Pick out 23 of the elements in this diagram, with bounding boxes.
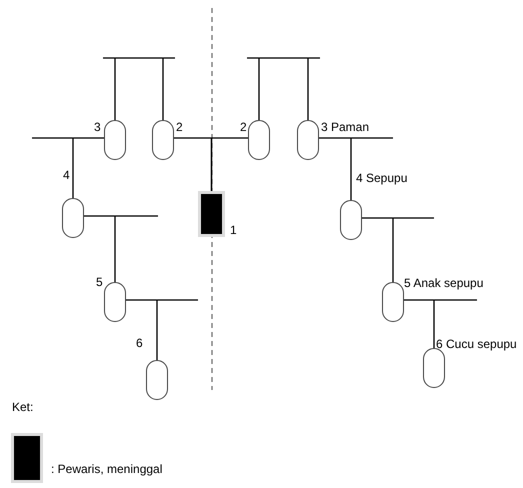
generation-label: 4: [63, 167, 70, 183]
generation-label: 3: [94, 119, 101, 135]
pedigree-line: [246, 57, 321, 121]
generation-label: 4 Sepupu: [356, 170, 408, 186]
pedigree-line: [102, 57, 176, 121]
pedigree-line: [31, 137, 105, 199]
pedigree-line: [125, 299, 199, 361]
pedigree-line: [210, 137, 249, 192]
generation-label: 2: [240, 119, 247, 135]
generation-label: 5 Anak sepupu: [404, 275, 484, 291]
pedigree-line: [83, 215, 159, 283]
legend-heading: Ket:: [12, 399, 34, 415]
generation-label: 6 Cucu sepupu: [436, 336, 517, 352]
pedigree-line: [361, 217, 435, 283]
pedigree-line: [403, 299, 478, 349]
generation-label: 6: [136, 335, 143, 351]
legend-text: : Pewaris, meninggal: [51, 461, 162, 477]
pedigree-line: [318, 137, 394, 201]
generation-label: 1: [230, 222, 237, 238]
generation-label: 3 Paman: [321, 119, 370, 135]
generation-label: 2: [176, 119, 183, 135]
male-square: [198, 191, 225, 237]
generation-label: 5: [96, 274, 103, 290]
